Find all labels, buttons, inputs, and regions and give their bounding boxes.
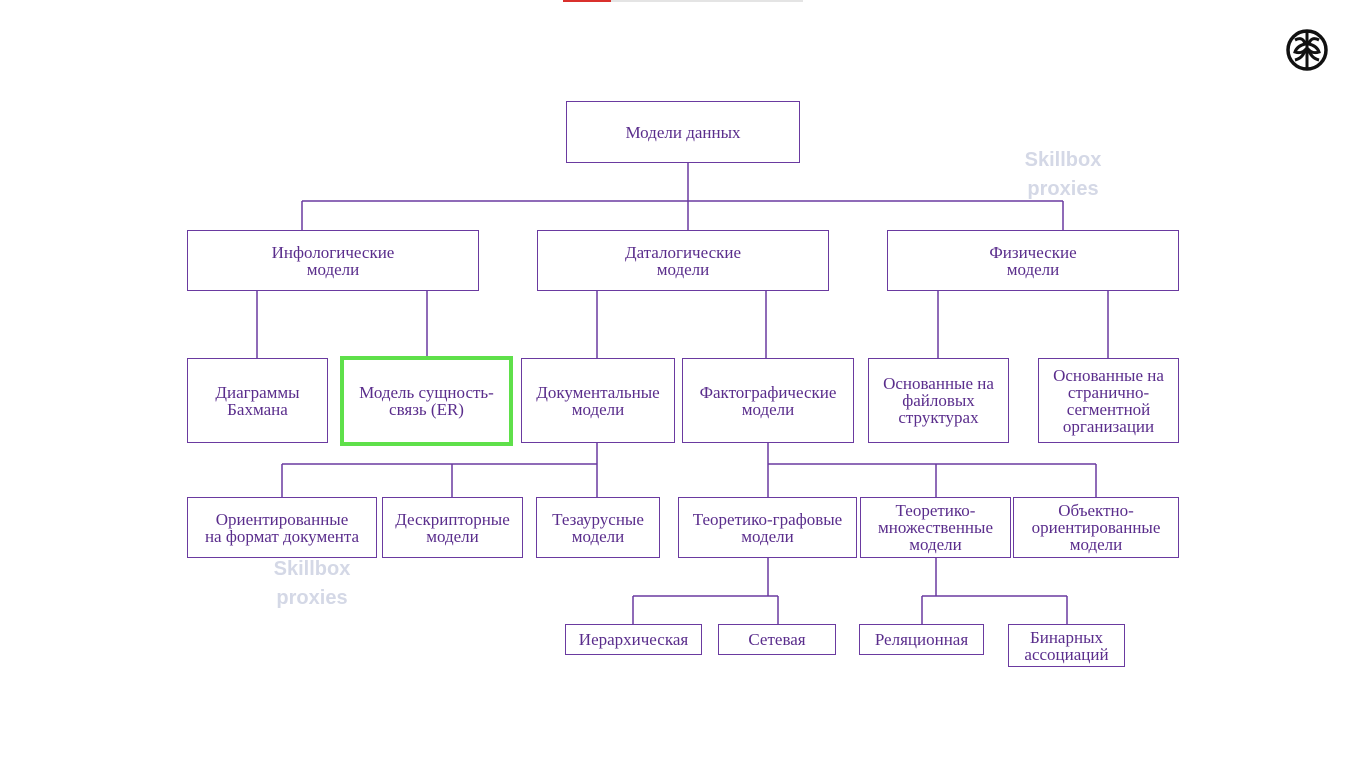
node-er-model: Модель сущность- связь (ER) xyxy=(340,356,513,446)
watermark-bottom: Skillbox proxies xyxy=(273,558,351,609)
node-thesaurus-models: Тезаурусные модели xyxy=(536,497,660,558)
brain-logo-icon xyxy=(1286,29,1328,71)
node-datalogical-models: Даталогические модели xyxy=(537,230,829,291)
node-documentary-models: Документальные модели xyxy=(521,358,675,443)
node-set-theoretic-models: Теоретико- множественные модели xyxy=(860,497,1011,558)
node-object-oriented-models: Объектно- ориентированные модели xyxy=(1013,497,1179,558)
node-binary-associations: Бинарных ассоциаций xyxy=(1008,624,1125,667)
node-factographic-models: Фактографические модели xyxy=(682,358,854,443)
node-descriptor-models: Дескрипторные модели xyxy=(382,497,523,558)
node-graph-theoretic-models: Теоретико-графовые модели xyxy=(678,497,857,558)
watermark-top: Skillbox proxies xyxy=(1024,149,1102,200)
node-bachman-diagrams: Диаграммы Бахмана xyxy=(187,358,328,443)
node-data-models: Модели данных xyxy=(566,101,800,163)
node-network: Сетевая xyxy=(718,624,836,655)
node-infological-models: Инфологические модели xyxy=(187,230,479,291)
node-hierarchical: Иерархическая xyxy=(565,624,702,655)
node-relational: Реляционная xyxy=(859,624,984,655)
node-file-structure-based: Основанные на файловых структурах xyxy=(868,358,1009,443)
node-document-format-oriented: Ориентированные на формат документа xyxy=(187,497,377,558)
progress-buffered xyxy=(611,0,803,2)
node-page-segment-based: Основанные на странично- сегментной орга… xyxy=(1038,358,1179,443)
node-physical-models: Физические модели xyxy=(887,230,1179,291)
progress-played xyxy=(563,0,611,2)
